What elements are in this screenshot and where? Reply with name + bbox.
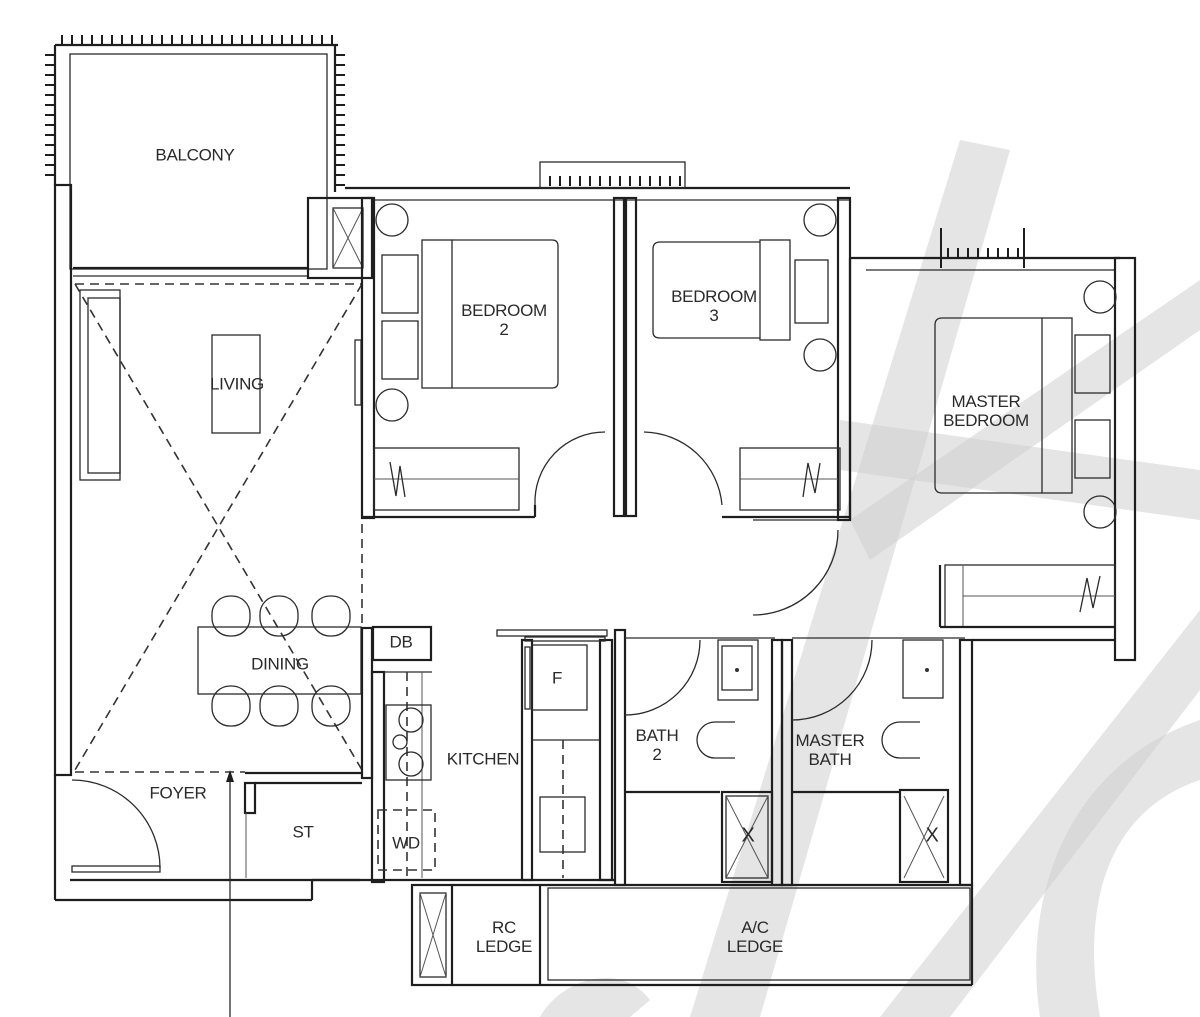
kitchen — [360, 625, 615, 884]
label-ac-ledge: A/C LEDGE — [727, 918, 783, 956]
label-balcony: BALCONY — [155, 145, 235, 165]
dining-chairs — [211, 595, 351, 727]
label-foyer: FOYER — [149, 783, 207, 803]
label-shower-bath-2: X — [741, 824, 755, 847]
label-living: LIVING — [210, 374, 264, 394]
bedroom-3 — [643, 196, 852, 522]
label-master-bath-line1: MASTER — [795, 731, 865, 750]
label-bedroom-3: BEDROOM 3 — [671, 287, 757, 325]
label-bedroom-2: BEDROOM 2 — [461, 301, 547, 339]
label-kitchen: KITCHEN — [446, 749, 520, 769]
partition-wall — [612, 196, 638, 518]
label-bath-2-line1: BATH — [635, 726, 679, 745]
label-bath-2-line2: 2 — [652, 745, 662, 764]
label-master-bedroom-line2: BEDROOM — [943, 411, 1029, 430]
label-db: DB — [389, 632, 413, 652]
label-master-bath-line2: BATH — [808, 750, 852, 769]
label-ac-ledge-line2: LEDGE — [726, 937, 784, 956]
label-master-bedroom: MASTER BEDROOM — [943, 392, 1029, 430]
label-master-bath: MASTER BATH — [795, 731, 864, 769]
label-rc-ledge-line1: RC — [492, 918, 516, 937]
ledges — [410, 883, 974, 987]
foyer-store — [53, 770, 373, 1017]
label-bath-2: BATH 2 — [636, 726, 679, 764]
watermark — [540, 140, 1200, 1017]
label-rc-ledge-line2: LEDGE — [475, 937, 533, 956]
label-ac-ledge-line1: A/C — [741, 918, 769, 937]
label-master-bedroom-line1: MASTER — [951, 392, 1021, 411]
bedroom-2 — [345, 161, 850, 520]
shaft-top — [306, 196, 374, 280]
label-bedroom-2-line1: BEDROOM — [461, 301, 547, 320]
label-dining: DINING — [251, 654, 309, 674]
label-store: ST — [292, 822, 314, 842]
label-bedroom-2-line2: 2 — [499, 320, 509, 339]
label-rc-ledge: RC LEDGE — [476, 918, 532, 956]
label-fridge: F — [551, 668, 563, 688]
living-dining-area — [53, 183, 363, 777]
master-bedroom — [752, 228, 1137, 662]
label-bedroom-3-line1: BEDROOM — [671, 287, 757, 306]
label-washer-dryer: WD — [392, 833, 420, 853]
label-shower-master-bath: X — [925, 824, 939, 847]
label-bedroom-3-line2: 3 — [709, 306, 719, 325]
balcony — [45, 35, 345, 270]
